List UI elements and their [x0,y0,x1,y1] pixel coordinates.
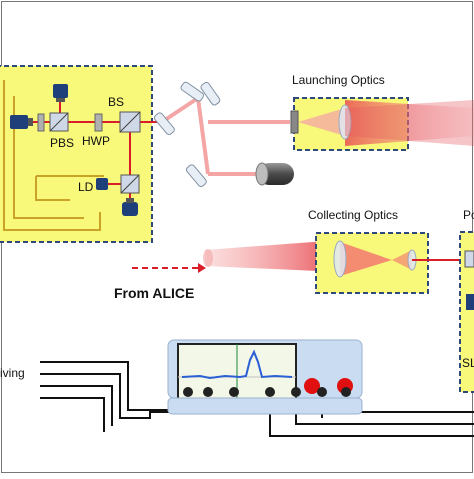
launching-optics-title: Launching Optics [292,73,385,87]
beam-tail [203,249,213,267]
mirror-icon [180,81,205,102]
beam-splitter-icon [49,112,69,132]
transmitter-panel [0,65,162,243]
receiver-partial-label: Po [463,208,474,222]
launching-optics-panel [290,97,474,151]
beam-segment [160,96,200,124]
camera-icon [53,84,68,102]
mirror-icon [200,81,221,106]
bs-label: BS [108,95,125,109]
mirror-icon [185,164,207,188]
arrow-head [198,263,206,273]
receiving-partial-label: iving [0,366,25,380]
collecting-optics-panel [315,232,429,294]
beam-splitter-icon [120,174,140,194]
fiber-launcher-icon [290,110,299,134]
lens-icon [333,240,347,278]
receiver-panel [459,231,474,393]
beam-dump-icon [255,162,294,186]
hwp-icon [94,113,103,132]
beam-segment [196,97,210,175]
pbs-label: PBS [50,136,75,150]
oscilloscope-icon [167,339,363,415]
detector-icon [10,115,33,129]
ld-label: LD [78,180,94,194]
collecting-optics-title: Collecting Optics [308,208,399,222]
laser-diode-icon [96,178,108,190]
knob-icon [304,378,320,394]
outgoing-beam [345,100,474,146]
sl-partial-label: SL [462,356,474,370]
waveplate-icon [37,113,45,132]
lens-icon [338,104,352,140]
beam-splitter-icon [119,111,141,133]
mirror-icon [153,112,175,136]
camera-icon [122,198,138,216]
incoming-beam [205,240,340,272]
from-alice-label: From ALICE [114,285,195,301]
hwp-label: HWP [82,134,110,148]
